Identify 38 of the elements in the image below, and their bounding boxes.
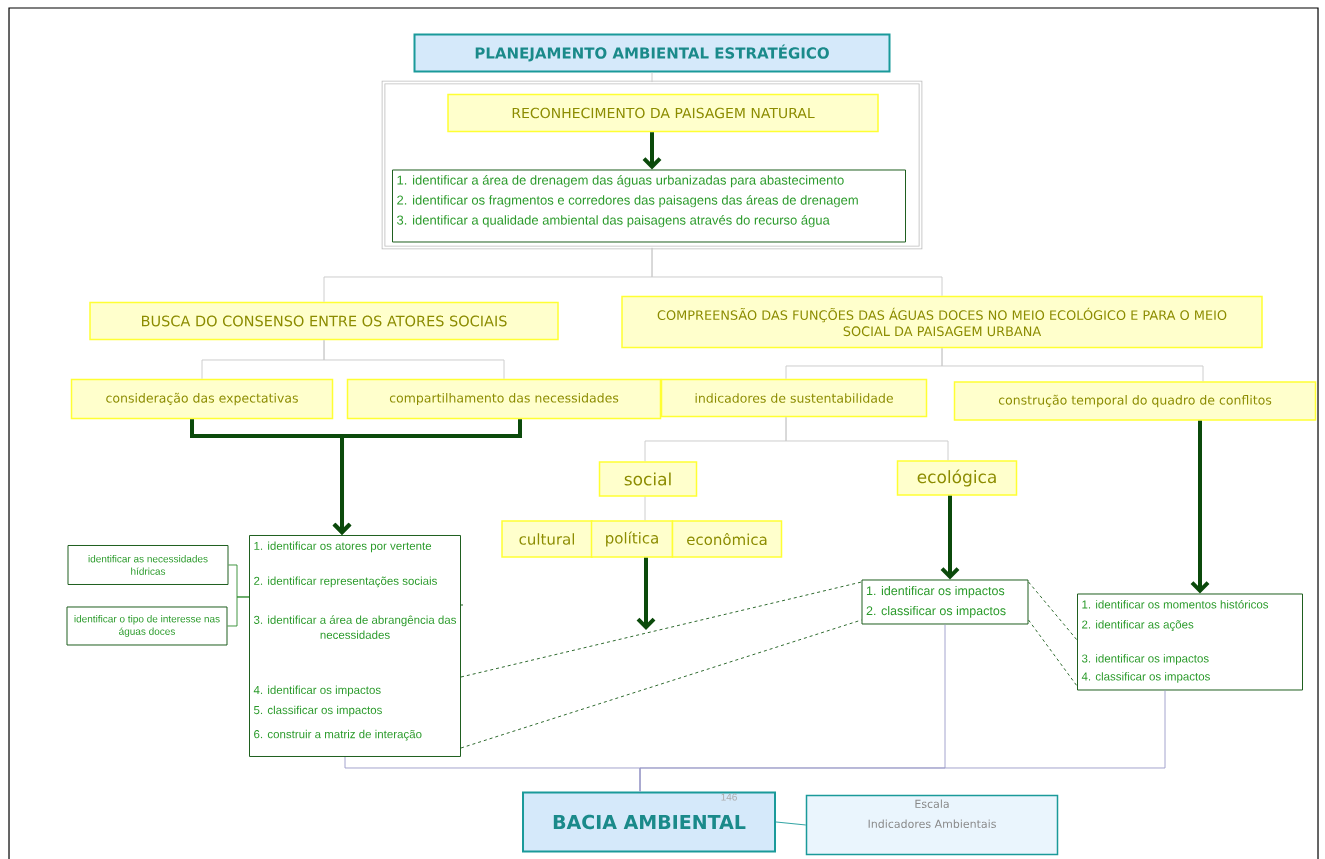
connector-line (941, 347, 1204, 382)
note-box: identificar as necessidades hídricas (67, 545, 229, 585)
title-box: PLANEJAMENTO AMBIENTAL ESTRATÉGICO (413, 33, 891, 73)
topic-box: social (598, 461, 698, 497)
topic-box: econômica (671, 520, 783, 558)
note-box: identificar o tipo de interesse nas águas doces (66, 606, 228, 646)
arrow (636, 557, 656, 630)
connector-line (651, 247, 943, 297)
heading-box: COMPREENSÃO DAS FUNÇÕES DAS ÁGUAS DOCES NO MEIO ECOLÓGICO E PARA O MEIO SOCIAL DA PAISAGEM URBANA (621, 295, 1263, 349)
topic-box: compartilhamento das necessidades (346, 378, 662, 420)
dashed-line (1028, 619, 1078, 687)
list-box: 1. identificar os momentos históricos 2. identificar as ações 3. identificar os impactos 4. classificar os impactos (1077, 593, 1303, 691)
arrow (642, 132, 662, 170)
topic-box: política (590, 520, 674, 558)
arrow (940, 495, 960, 580)
info-box: Escala Indicadores Ambientais (805, 794, 1059, 856)
arrow (332, 419, 522, 535)
list-box: 1. identificar a área de drenagem das águas urbanizadas para abastecimento 2. identificar os fragmentos e corredores das paisagens das áreas de drenagem 3. identificar a qualidade ambiental das paisagens através do recurso água (392, 169, 906, 243)
connector-line (639, 690, 1166, 792)
page-number: 146 (721, 793, 737, 801)
topic-box: cultural (501, 520, 593, 558)
list-box: 1. identificar os impactos 2. classificar os impactos (861, 579, 1029, 625)
topic-box: indicadores de sustentabilidade (660, 378, 928, 418)
dashed-line (460, 619, 862, 749)
heading-box: BUSCA DO CONSENSO ENTRE OS ATORES SOCIAIS (89, 301, 559, 341)
topic-box: construção temporal do quadro de conflitos (953, 381, 1317, 421)
dashed-line (460, 581, 862, 678)
list-box: 1. identificar os atores por vertente 2. identificar representações sociais 3. identificar a área de abrangência das necessidades 4. identificar os impactos 5. classificar os impactos 6. construir a matriz de interação (249, 535, 461, 757)
connector-line (785, 416, 949, 461)
dashed-line (1028, 581, 1078, 641)
heading-box: RECONHECIMENTO DA PAISAGEM NATURAL (447, 93, 879, 133)
connector-line (323, 339, 505, 380)
connector-line (227, 596, 250, 627)
topic-box: ecológica (896, 460, 1018, 496)
container-box (381, 80, 923, 250)
topic-box: consideração das expectativas (70, 378, 334, 420)
connector-line (775, 821, 807, 826)
arrow (1190, 420, 1210, 594)
